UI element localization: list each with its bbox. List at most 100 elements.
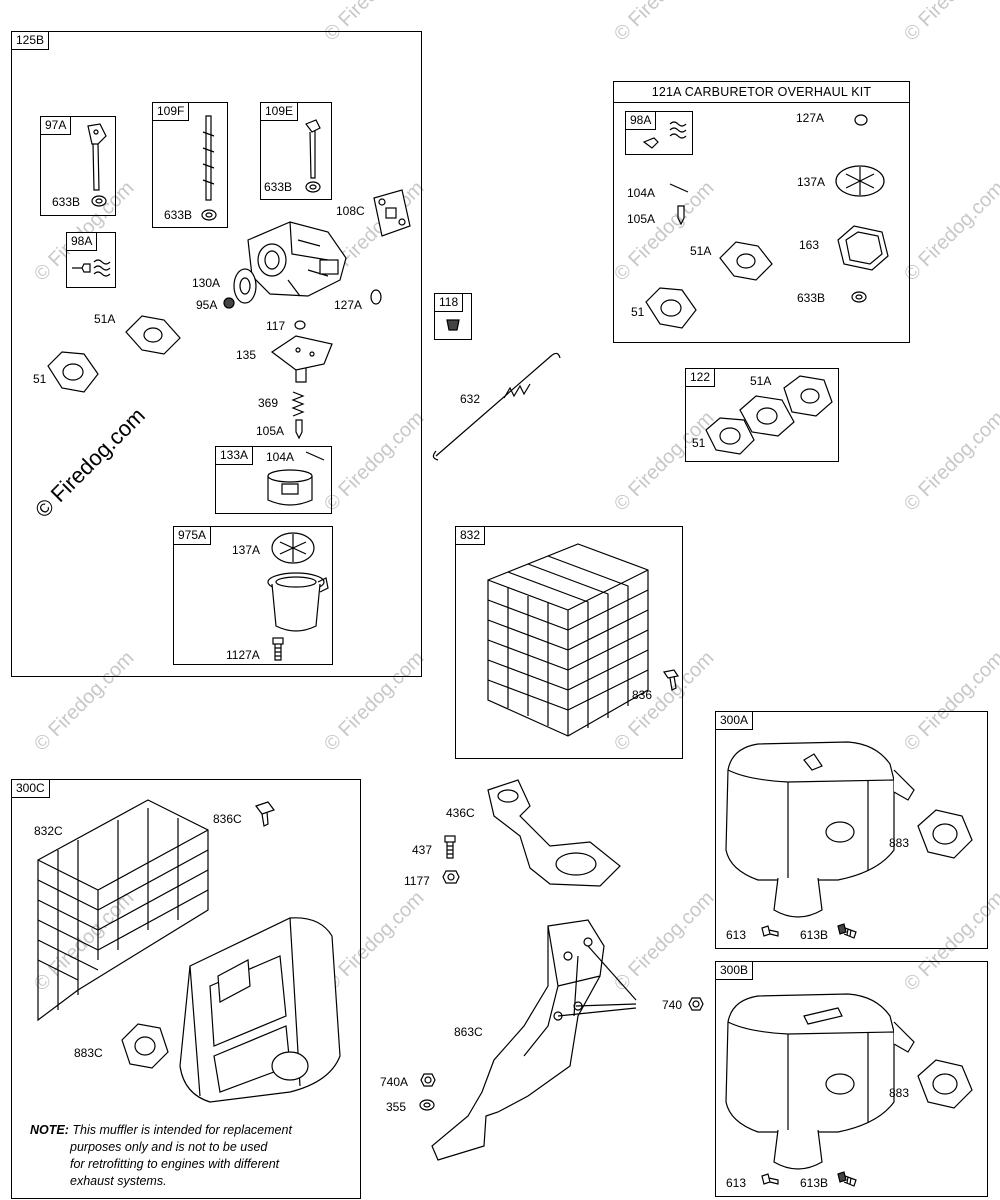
part-label-437: 437 [412,843,433,857]
diaphragm-icon [271,532,315,564]
watermark: © Firedog.com [900,0,1000,46]
note-line-4: exhaust systems. [70,1174,167,1188]
kit-tag-98a-kit: 98A [626,112,657,130]
part-label-740a: 740A [380,1075,409,1089]
gasket-51a-icon [719,241,773,281]
part-label-108c: 108C [336,204,365,218]
part-label-130a: 130A [192,276,221,290]
muffler-icon [725,993,915,1170]
kit-tag-300b: 300B [716,962,754,980]
gasket-163-icon [837,225,889,271]
nut-icon [442,870,460,884]
part-label-883: 883 [889,836,910,850]
washer-icon [201,209,217,221]
float-pin-icon [669,183,689,193]
kit-tag-109f: 109F [153,103,190,121]
kit-box-832: 832 [455,526,683,759]
kit-box-109e: 109E [260,102,332,200]
part-label-355: 355 [386,1100,407,1114]
replacement-note: NOTE: This muffler is intended for repla… [30,1122,350,1190]
gasket-51-icon [645,287,697,329]
exhaust-deflector-icon [431,919,637,1161]
kit-part-label-137a: 137A [797,175,826,189]
gasket-set-icon [705,375,833,455]
screw-icon [223,297,235,309]
screw-spring-icon [72,259,111,277]
plug-icon [854,114,868,126]
kit-122-part-label-51a: 51A [750,374,772,388]
plug-icon [370,289,382,305]
washer-icon [419,1099,435,1111]
gasket-51-icon [47,351,99,393]
spring-icon [291,391,305,417]
gasket-51a-icon [125,315,181,355]
washer-icon [91,195,107,207]
throttle-shaft-icon [202,115,215,201]
muffler-guard-icon [487,543,649,737]
kit-part-label-104a: 104A [627,186,656,200]
governor-link-icon [432,352,561,461]
check-ball-icon [677,205,685,226]
part-label-632: 632 [460,392,481,406]
part-label-137a: 137A [232,543,261,557]
kit-box-97a: 97A [40,116,116,216]
part-label-832c: 832C [34,824,63,838]
bolt-icon [444,835,456,859]
kit-box-109f: 109F [152,102,228,228]
watermark: © Firedog.com [610,0,719,46]
kit-tag-975a: 975A [174,527,212,545]
kit-part-label-51: 51 [631,305,645,319]
exhaust-gasket-icon [121,1023,169,1069]
jet-icon [446,319,460,331]
part-label-105a: 105A [256,424,285,438]
kit-box-300c: 300C [11,779,361,1199]
part-label-633b: 633B [52,195,81,209]
part-label-95a: 95A [196,298,218,312]
choke-shaft-icon [305,119,321,179]
part-label-883: 883 [889,1086,910,1100]
part-label-1127a: 1127A [226,648,260,662]
kit-tag-97a: 97A [41,117,72,135]
nut-icon [420,1073,436,1087]
muffler-icon [725,741,915,918]
washer-icon [851,291,867,303]
gasket-108c-icon [373,189,411,237]
check-ball-icon [295,419,303,440]
screw-icon [255,801,275,827]
fuel-cup-icon [267,572,329,632]
part-label-1177: 1177 [404,874,430,888]
seat-icon [294,320,306,330]
kit-title-121a: 121A CARBURETOR OVERHAUL KIT [614,82,909,103]
gasket-130a-icon [233,268,257,304]
part-label-863c: 863C [454,1025,483,1039]
muffler-guard-icon [37,799,209,1022]
kit-tag-98a: 98A [67,233,98,251]
kit-tag-832: 832 [456,527,486,545]
note-line-3: for retrofitting to engines with differe… [70,1157,280,1171]
washer-icon [305,181,321,193]
kit-122-part-label-51: 51 [692,436,706,450]
exhaust-elbow-icon [487,779,621,887]
muffler-icon [179,917,341,1103]
part-label-436c: 436C [446,806,475,820]
kit-box-122: 122 [685,368,839,462]
kit-tag-122: 122 [686,369,716,387]
kit-box-98a: 98A [66,232,116,288]
kit-part-label-163: 163 [799,238,820,252]
stud-icon [837,923,857,939]
part-label-369: 369 [258,396,279,410]
kit-tag-125b: 125B [12,32,50,50]
note-line-2: purposes only and is not to be used [70,1140,268,1154]
kit-part-label-51a: 51A [690,244,712,258]
kit-tag-133a: 133A [216,447,254,465]
part-label-51a: 51A [94,312,116,326]
kit-box-300b: 300B [715,961,988,1197]
part-label-127a: 127A [334,298,363,312]
kit-box-975a: 975A [173,526,333,665]
watermark: © Firedog.com [900,177,1000,286]
part-label-633b: 633B [264,180,293,194]
part-label-613b: 613B [800,1176,829,1190]
kit-tag-109e: 109E [261,103,299,121]
bolt-icon [272,637,284,661]
part-label-883c: 883C [74,1046,103,1060]
